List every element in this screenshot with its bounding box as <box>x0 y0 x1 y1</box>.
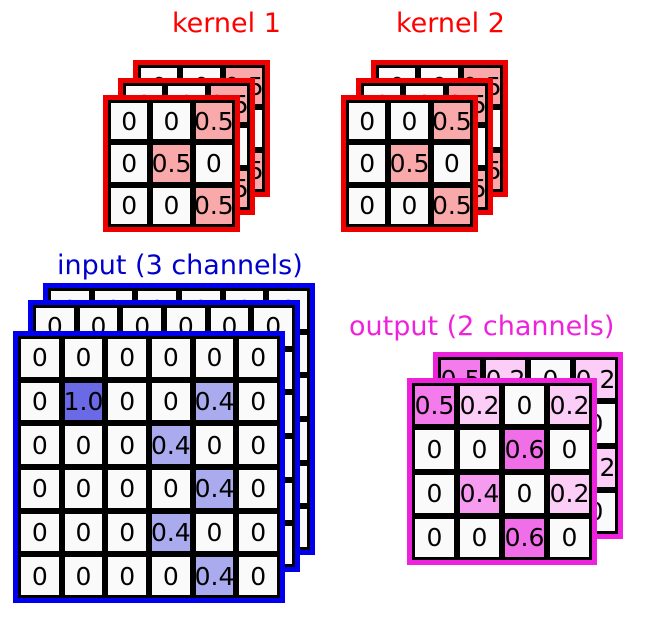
input-ch1-cell-r4-c3: 0 <box>105 467 149 511</box>
output-ch1-cell-r2-c3: 0.6 <box>502 427 547 472</box>
kernel-1-ch1-cell-r3-c1: 0 <box>108 184 151 227</box>
kernel-1-title: kernel 1 <box>172 8 281 39</box>
output-ch1-cell-r4-c4: 0 <box>547 515 592 560</box>
input-ch1-cell-r4-c2: 0 <box>61 467 106 511</box>
kernel-2-ch1-cell-r2-c1: 0 <box>346 142 389 185</box>
kernel-2-ch1-cell-r1-c2: 0 <box>388 100 431 143</box>
kernel-2-ch1-cell-r1-c3: 0.5 <box>430 100 473 143</box>
output-title: output (2 channels) <box>349 311 615 342</box>
input-ch1-cell-r2-c6: 0 <box>236 379 280 424</box>
output-ch1-cell-r4-c3: 0.6 <box>502 515 547 560</box>
output-ch1-cell-r4-c1: 0 <box>412 515 457 560</box>
kernel-1-ch1-cell-r2-c3: 0 <box>192 142 235 185</box>
input-ch1-cell-r4-c6: 0 <box>236 467 280 511</box>
kernel-2-ch1-cell-r2-c3: 0 <box>430 142 473 185</box>
output-ch1-cell-r3-c4: 0.2 <box>547 471 592 516</box>
input-ch1-cell-r3-c5: 0 <box>192 423 237 467</box>
input-ch1-cell-r6-c2: 0 <box>61 554 106 598</box>
kernel-1-ch1-cell-r1-c3: 0.5 <box>192 100 235 143</box>
output-ch1-cell-r4-c2: 0 <box>457 515 502 560</box>
input-ch1-cell-r2-c5: 0.4 <box>192 379 237 424</box>
output-ch1-cell-r2-c1: 0 <box>412 427 457 472</box>
input-ch1-cell-r5-c1: 0 <box>18 510 62 555</box>
input-ch1-cell-r1-c3: 0 <box>105 336 149 380</box>
kernel-2-ch1-cell-r2-c2: 0.5 <box>388 142 431 185</box>
input-ch1-cell-r3-c4: 0.4 <box>149 423 193 467</box>
output-ch1-cell-r1-c3: 0 <box>502 383 547 428</box>
output-ch1-cell-r2-c4: 0 <box>547 427 592 472</box>
input-ch1-cell-r5-c2: 0 <box>61 510 106 555</box>
input-ch1-cell-r4-c4: 0 <box>149 467 193 511</box>
output-ch1-cell-r3-c1: 0 <box>412 471 457 516</box>
kernel-1-ch1-cell-r3-c3: 0.5 <box>192 184 235 227</box>
input-ch1-cell-r3-c3: 0 <box>105 423 149 467</box>
kernel-2-title: kernel 2 <box>396 8 505 39</box>
input-ch1-cell-r2-c3: 0 <box>105 379 149 424</box>
output-ch1-cell-r1-c2: 0.2 <box>457 383 502 428</box>
kernel-1-ch1-cell-r3-c2: 0 <box>150 184 193 227</box>
input-ch1-cell-r5-c5: 0 <box>192 510 237 555</box>
output-ch1-cell-r1-c1: 0.5 <box>412 383 457 428</box>
kernel-1-ch1-cell-r1-c2: 0 <box>150 100 193 143</box>
input-ch1-cell-r6-c6: 0 <box>236 554 280 598</box>
input-ch1-cell-r1-c4: 0 <box>149 336 193 380</box>
input-ch1-cell-r4-c1: 0 <box>18 467 62 511</box>
input-ch1-cell-r2-c4: 0 <box>149 379 193 424</box>
input-ch1-cell-r2-c2: 1.0 <box>61 379 106 424</box>
input-ch1-cell-r3-c2: 0 <box>61 423 106 467</box>
output-ch1-cell-r3-c3: 0 <box>502 471 547 516</box>
input-ch1-cell-r6-c5: 0.4 <box>192 554 237 598</box>
input-title: input (3 channels) <box>57 250 303 281</box>
input-ch1-cell-r5-c3: 0 <box>105 510 149 555</box>
kernel-2-ch1-cell-r3-c3: 0.5 <box>430 184 473 227</box>
kernel-1-ch1-cell-r2-c1: 0 <box>108 142 151 185</box>
output-ch1-cell-r1-c4: 0.2 <box>547 383 592 428</box>
input-ch1-cell-r1-c5: 0 <box>192 336 237 380</box>
input-ch1-cell-r1-c2: 0 <box>61 336 106 380</box>
input-ch1-cell-r5-c4: 0.4 <box>149 510 193 555</box>
input-ch1-cell-r6-c3: 0 <box>105 554 149 598</box>
input-ch1-cell-r1-c1: 0 <box>18 336 62 380</box>
output-ch1-cell-r2-c2: 0 <box>457 427 502 472</box>
kernel-2-ch1-cell-r3-c1: 0 <box>346 184 389 227</box>
input-ch1-cell-r6-c1: 0 <box>18 554 62 598</box>
input-ch1-cell-r5-c6: 0 <box>236 510 280 555</box>
output-ch1-cell-r3-c2: 0.4 <box>457 471 502 516</box>
input-ch1-cell-r2-c1: 0 <box>18 379 62 424</box>
input-ch1-cell-r3-c6: 0 <box>236 423 280 467</box>
input-ch1-cell-r6-c4: 0 <box>149 554 193 598</box>
kernel-2-ch1-cell-r3-c2: 0 <box>388 184 431 227</box>
kernel-1-ch1-cell-r1-c1: 0 <box>108 100 151 143</box>
input-ch1-cell-r4-c5: 0.4 <box>192 467 237 511</box>
kernel-2-ch1-cell-r1-c1: 0 <box>346 100 389 143</box>
input-ch1-cell-r3-c1: 0 <box>18 423 62 467</box>
kernel-1-ch1-cell-r2-c2: 0.5 <box>150 142 193 185</box>
input-ch1-cell-r1-c6: 0 <box>236 336 280 380</box>
